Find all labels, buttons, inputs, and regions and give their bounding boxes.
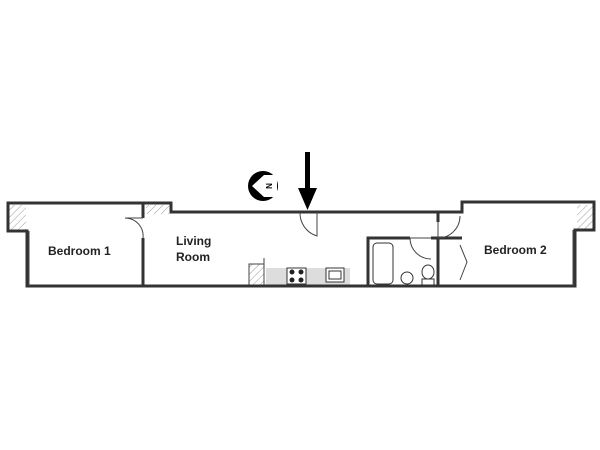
compass-letter: N (265, 183, 274, 189)
kitchen-sink-icon (325, 267, 345, 283)
compass-north-icon: N (248, 171, 278, 201)
closet-door-bedroom2 (459, 244, 468, 281)
door-bathroom (409, 237, 432, 260)
door-entrance (299, 211, 318, 237)
room-label-living: Living (176, 234, 211, 248)
door-bedroom1 (124, 217, 144, 239)
door-bedroom2 (437, 215, 461, 239)
closet-hall (146, 205, 169, 214)
exterior-walls (6, 200, 596, 288)
bathroom-sink-icon (400, 271, 414, 285)
toilet-icon (421, 264, 435, 286)
room-label-bedroom1: Bedroom 1 (48, 244, 111, 258)
closet-bedroom2 (577, 205, 593, 229)
stove-icon (286, 267, 307, 285)
bathtub-icon (372, 242, 394, 285)
closet-bedroom1 (9, 205, 26, 230)
closet-living (248, 263, 265, 286)
entrance-arrow-icon (298, 152, 317, 210)
room-label-bedroom2: Bedroom 2 (484, 243, 547, 257)
room-label-living-2: Room (176, 250, 210, 264)
